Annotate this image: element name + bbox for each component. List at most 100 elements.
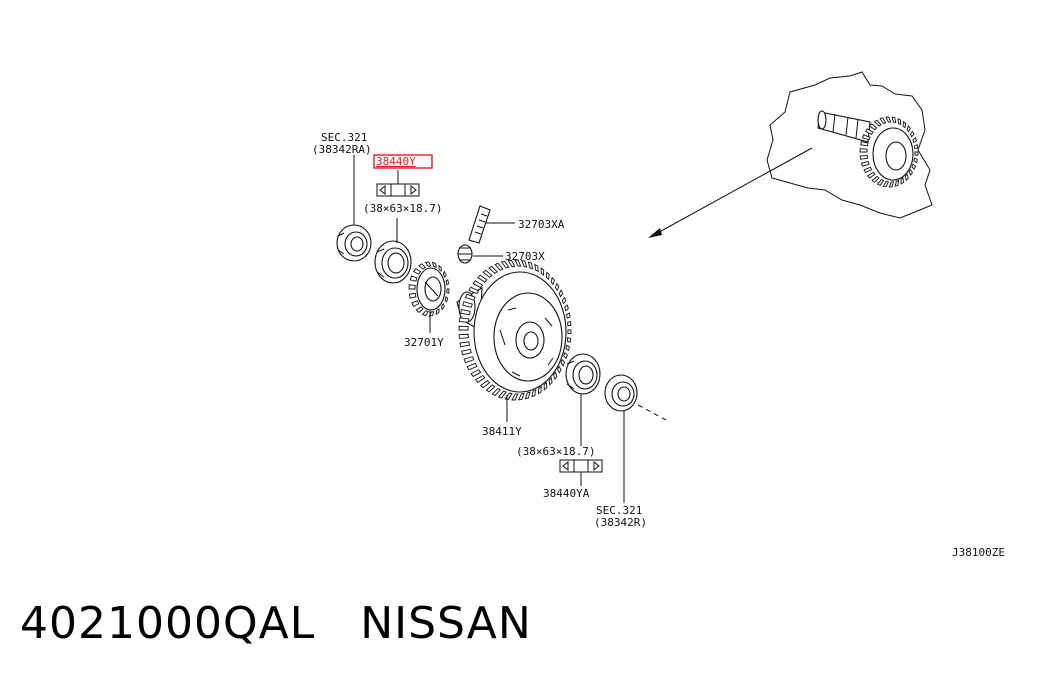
label-32703XA[interactable]: 32703XA	[518, 218, 565, 231]
gear-tooth	[554, 282, 560, 292]
gear-tooth	[894, 179, 899, 187]
caption-brand: NISSAN	[360, 598, 532, 649]
gear-tooth	[474, 374, 486, 383]
gear-tooth	[904, 173, 909, 181]
gear-tooth	[563, 351, 568, 360]
gear-tooth	[873, 119, 882, 127]
gear-tooth	[560, 358, 566, 367]
inset-shaft-view	[766, 71, 933, 219]
label-38411Y[interactable]: 38411Y	[482, 425, 522, 438]
gear-tooth	[461, 348, 472, 356]
label-highlight-part[interactable]: 38440Y	[376, 155, 416, 168]
gear-tooth	[472, 280, 484, 289]
gear-tooth	[888, 181, 895, 188]
gear-tooth	[906, 125, 911, 133]
gear-tooth	[913, 144, 919, 150]
gear-tooth	[488, 265, 498, 274]
gear-tooth	[446, 288, 450, 294]
gear-tooth	[408, 292, 417, 299]
gear-tooth	[861, 134, 871, 141]
label-38440YA[interactable]: 38440YA	[543, 487, 590, 500]
gear-tooth	[879, 117, 887, 125]
gear-tooth	[876, 178, 885, 186]
highlight-box	[373, 154, 433, 169]
gear-tooth	[497, 390, 507, 399]
gear-tooth	[868, 123, 878, 131]
bearing-bottom	[565, 353, 601, 395]
gear-tooth	[891, 116, 897, 124]
gear-tooth	[458, 325, 469, 331]
label-32701Y[interactable]: 32701Y	[404, 336, 444, 349]
gear-tooth	[566, 312, 571, 319]
gear-tooth	[859, 154, 869, 160]
gear-tooth	[458, 333, 469, 339]
gear-tooth	[500, 260, 510, 269]
gear-tooth	[421, 310, 429, 317]
gear-tooth	[897, 117, 901, 126]
gear-tooth	[914, 151, 919, 156]
direction-arrow	[648, 147, 813, 238]
gear-tooth	[524, 391, 531, 400]
gear-tooth	[444, 296, 449, 304]
gear-tooth	[567, 320, 572, 327]
label-sec-bottom-ref: (38342R)	[594, 516, 647, 529]
gear-tooth	[534, 263, 539, 273]
gear-tooth	[463, 356, 475, 364]
gear-tooth	[902, 120, 907, 129]
shim-symbol-bottom	[559, 459, 603, 486]
oil-seal-top	[336, 224, 372, 262]
caption-part-number: 4021000QAL	[20, 598, 316, 649]
gear-tooth	[482, 269, 493, 278]
gear-tooth	[565, 344, 570, 352]
gear-tooth	[866, 171, 876, 179]
gear-tooth	[464, 293, 476, 301]
gear-tooth	[564, 304, 569, 312]
gear-tooth	[860, 161, 870, 167]
gear-tooth	[431, 261, 437, 268]
label-bearing-bottom: (38×63×18.7)	[516, 445, 595, 458]
gear-tooth	[908, 168, 914, 177]
gear-tooth	[418, 263, 426, 270]
gear-tooth	[491, 387, 501, 397]
gear-tooth	[561, 296, 567, 305]
gear-tooth	[557, 365, 562, 374]
gear-tooth	[468, 286, 480, 295]
side-gear	[408, 261, 450, 317]
gear-tooth	[912, 137, 918, 144]
gear-tooth	[415, 306, 424, 313]
gear-tooth	[885, 116, 892, 123]
gear-tooth	[470, 369, 482, 378]
gear-tooth	[445, 278, 450, 286]
gear-tooth	[435, 308, 440, 316]
oil-seal-bottom	[604, 374, 638, 412]
gear-tooth	[864, 128, 874, 135]
gear-tooth	[424, 261, 432, 267]
final-drive-gear	[456, 259, 572, 401]
gear-tooth	[909, 130, 915, 138]
gear-tooth	[460, 309, 471, 316]
gear-tooth	[507, 259, 516, 267]
gear-tooth	[537, 385, 542, 395]
pinion-gear	[457, 244, 473, 264]
label-bearing-top: (38×63×18.7)	[363, 202, 442, 215]
gear-tooth	[408, 284, 416, 290]
gear-tooth	[438, 264, 443, 273]
gear-tooth	[553, 371, 558, 381]
gear-tooth	[566, 337, 572, 343]
gear-tooth	[871, 175, 880, 183]
label-32703X[interactable]: 32703X	[505, 250, 545, 263]
gear-tooth	[900, 177, 904, 185]
label-sec-bottom: SEC.321	[596, 504, 642, 517]
gear-tooth	[466, 362, 478, 371]
gear-tooth	[480, 380, 491, 389]
diagram-code: J38100ZE	[952, 546, 1005, 559]
gear-tooth	[863, 166, 873, 174]
gear-tooth	[442, 270, 447, 279]
gear-tooth	[859, 148, 868, 153]
gear-tooth	[494, 262, 504, 271]
gear-tooth	[409, 275, 418, 282]
gear-tooth	[567, 329, 572, 335]
label-sec-top-ref: (38342RA)	[312, 143, 372, 156]
pinion-shaft	[468, 205, 491, 244]
